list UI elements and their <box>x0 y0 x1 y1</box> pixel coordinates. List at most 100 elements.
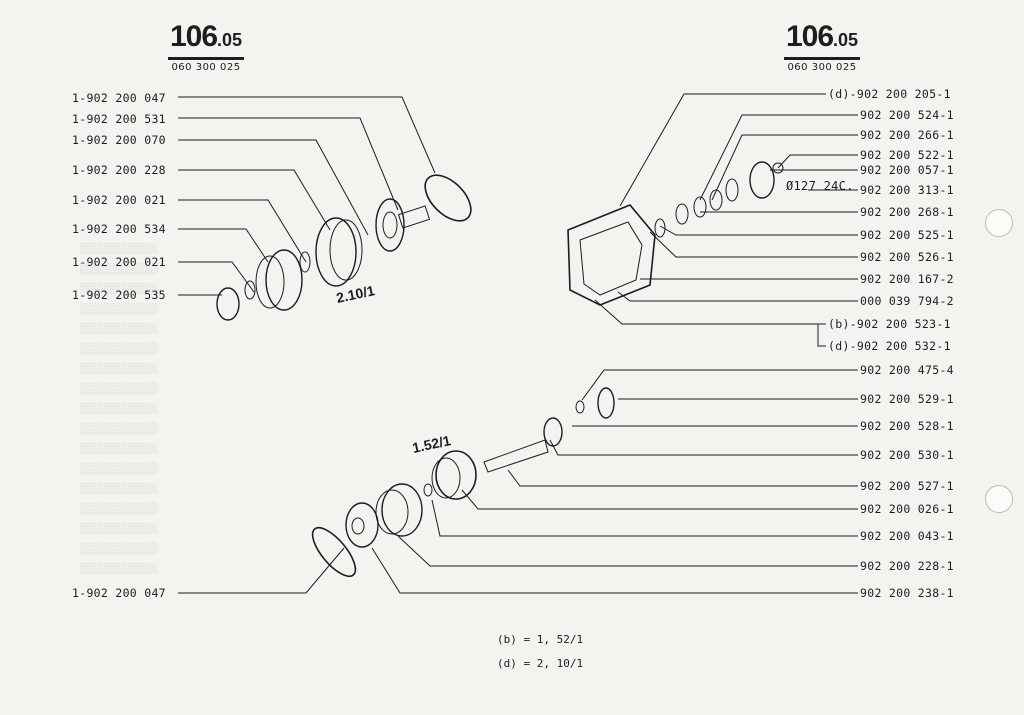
part-number-label: 1-902 200 021 <box>72 193 166 207</box>
snap-ring-part <box>575 400 585 414</box>
leader-line <box>178 199 307 263</box>
part-number-label: 1-902 200 047 <box>72 91 166 105</box>
part-number-label: 902 200 268-1 <box>860 205 954 219</box>
ring-gear-part <box>375 489 409 535</box>
leader-line <box>549 439 858 456</box>
shaft-part <box>483 439 549 473</box>
leader-line <box>659 225 858 236</box>
part-number-label: 902 200 524-1 <box>860 108 954 122</box>
leader-line <box>431 499 858 537</box>
part-number-label: 902 200 530-1 <box>860 448 954 462</box>
page-header-right: 106.05 060 300 025 <box>784 22 860 73</box>
snap-ring-part <box>424 174 472 222</box>
dimension-label: Ø127 24C. <box>786 179 854 193</box>
legend-entry: (d) = 2, 10/1 <box>497 657 584 670</box>
part-number-label: 902 200 026-1 <box>860 502 954 516</box>
housing-part <box>579 221 643 296</box>
leader-line <box>178 117 399 211</box>
bleed-through-text: ░░░░░░░░░░░░░░░░░░░░░░░░░░░░░░░░░░░░░░░░… <box>80 244 159 575</box>
part-number-label: 902 200 529-1 <box>860 392 954 406</box>
leader-line <box>711 134 858 201</box>
part-number-label: 902 200 043-1 <box>860 529 954 543</box>
nut-part <box>772 162 784 174</box>
snap-ring-part <box>311 526 357 578</box>
leader-line <box>594 299 826 325</box>
part-number-label: 902 200 475-4 <box>860 363 954 377</box>
binder-hole-top <box>985 209 1013 237</box>
part-number-label: (d)-902 200 205-1 <box>828 87 951 101</box>
leader-line <box>617 291 858 302</box>
bearing-part <box>693 196 707 218</box>
leader-line <box>507 469 858 487</box>
leader-line <box>397 535 858 567</box>
leader-line <box>699 114 858 201</box>
part-number-label: 902 200 238-1 <box>860 586 954 600</box>
leader-line <box>178 228 269 263</box>
part-number-label: 1-902 200 531 <box>72 112 166 126</box>
leader-line <box>178 96 436 174</box>
planet-carrier-part <box>265 249 303 311</box>
part-number-label: 000 039 794-2 <box>860 294 954 308</box>
leader-line <box>461 489 858 510</box>
part-number-label: 902 200 057-1 <box>860 163 954 177</box>
washer-part <box>423 483 433 497</box>
gear-wheel-part <box>382 211 398 239</box>
leader-line <box>619 93 826 207</box>
gear-wheel-part <box>375 198 405 252</box>
leader-line <box>178 169 331 231</box>
bearing-part <box>675 203 689 225</box>
bearing-part <box>543 417 563 447</box>
part-number-label: (d)-902 200 532-1 <box>828 339 951 353</box>
part-number-label: 902 200 522-1 <box>860 148 954 162</box>
part-number-label: 902 200 525-1 <box>860 228 954 242</box>
part-number-label: 902 200 528-1 <box>860 419 954 433</box>
ring-gear-part <box>381 483 423 537</box>
part-number-label: 1-902 200 070 <box>72 133 166 147</box>
part-number-label: 902 200 167-2 <box>860 272 954 286</box>
drum-part <box>431 457 461 499</box>
thrust-washer-part <box>244 280 256 300</box>
drum-part <box>435 450 477 500</box>
part-number-label: 1-902 200 021 <box>72 255 166 269</box>
flange-part <box>749 161 775 199</box>
part-number-label: 902 200 266-1 <box>860 128 954 142</box>
header-rule-left <box>168 57 244 60</box>
leader-line <box>777 154 858 169</box>
page-number-right: 106 <box>785 20 834 53</box>
thrust-washer-part <box>299 251 311 273</box>
page-number-suffix-right: .05 <box>833 30 859 50</box>
leader-line <box>649 231 858 258</box>
part-number-label: 902 200 527-1 <box>860 479 954 493</box>
part-number-label: 902 200 228-1 <box>860 559 954 573</box>
legend-entry: (b) = 1, 52/1 <box>497 633 584 646</box>
part-number-label: 902 200 526-1 <box>860 250 954 264</box>
part-number-label: (b)-902 200 523-1 <box>828 317 951 331</box>
shaft-part <box>397 205 431 229</box>
sun-gear-part <box>216 287 240 321</box>
part-number-label: 1-902 200 228 <box>72 163 166 177</box>
carrier-part <box>345 502 379 548</box>
part-number-label: 902 200 313-1 <box>860 183 954 197</box>
leader-line <box>817 324 826 347</box>
leader-line <box>581 369 858 401</box>
planet-carrier-part <box>255 255 285 309</box>
document-code-right: 060 300 025 <box>787 62 857 73</box>
housing-part <box>567 204 656 306</box>
part-number-label: 1-902 200 047 <box>72 586 166 600</box>
leader-line <box>178 547 345 594</box>
document-code-left: 060 300 025 <box>171 62 241 73</box>
seal-part <box>725 178 739 202</box>
carrier-part <box>351 517 365 535</box>
part-number-label: 1-902 200 534 <box>72 222 166 236</box>
bearing-part <box>709 189 723 211</box>
binder-hole-bottom <box>985 485 1013 513</box>
leader-line <box>371 547 858 594</box>
page-header-left: 106.05 060 300 025 <box>168 22 244 73</box>
bearing-part <box>654 218 666 238</box>
leader-line <box>178 139 369 236</box>
leader-line <box>178 261 255 293</box>
part-number-label: 1-902 200 535 <box>72 288 166 302</box>
header-rule-right <box>784 57 860 60</box>
